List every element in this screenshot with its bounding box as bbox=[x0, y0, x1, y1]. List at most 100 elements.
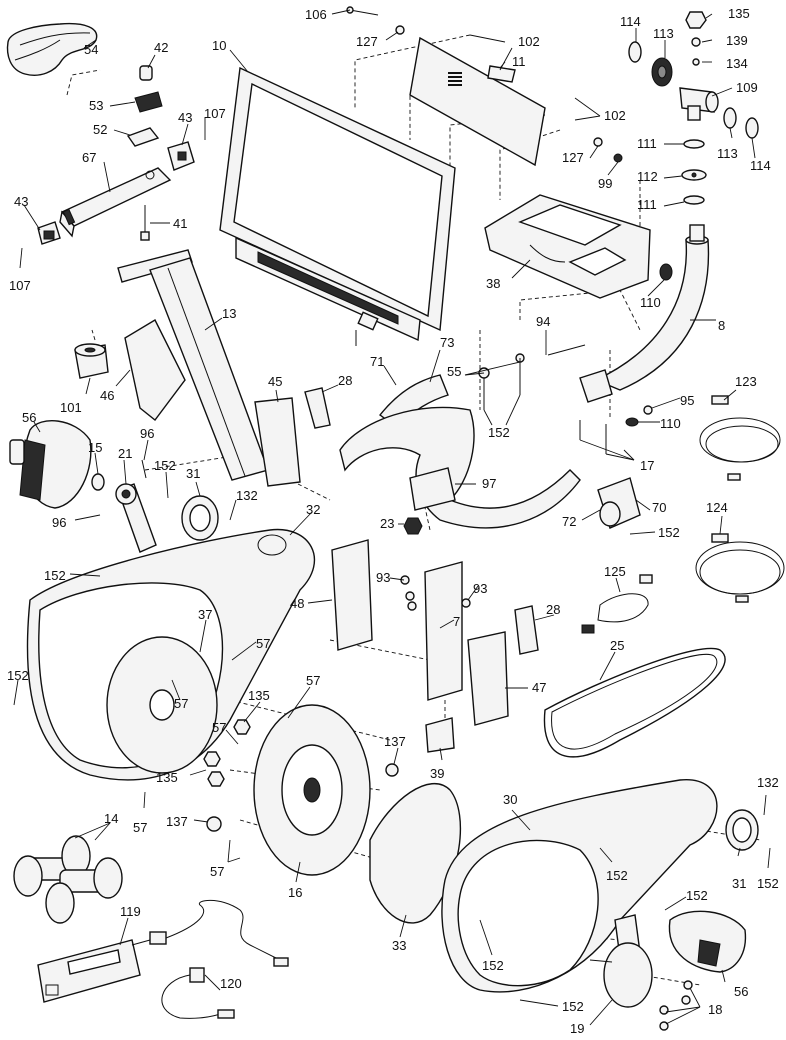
part-label: 57 bbox=[212, 720, 226, 735]
part-label: 38 bbox=[486, 276, 500, 291]
part-label: 56 bbox=[734, 984, 748, 999]
part-label: 132 bbox=[757, 775, 779, 790]
part-label: 134 bbox=[726, 56, 748, 71]
pivot-parts bbox=[628, 11, 759, 205]
screws-93 bbox=[400, 575, 471, 611]
part-label: 99 bbox=[598, 176, 612, 191]
part-label: 102 bbox=[518, 34, 540, 49]
part-label: 18 bbox=[708, 1002, 722, 1017]
frame-hardware bbox=[579, 405, 653, 454]
drive-belt bbox=[543, 647, 726, 758]
bearing-31 bbox=[181, 495, 219, 541]
flywheel-cover-33 bbox=[369, 783, 462, 924]
part-label: 152 bbox=[686, 888, 708, 903]
part-label: 114 bbox=[750, 158, 771, 173]
part-label: 70 bbox=[652, 500, 666, 515]
part-label: 152 bbox=[606, 868, 628, 883]
part-label: 152 bbox=[482, 958, 504, 973]
part-label: 93 bbox=[376, 570, 390, 585]
part-label: 97 bbox=[482, 476, 496, 491]
part-label: 124 bbox=[706, 500, 728, 515]
console-fasteners bbox=[346, 6, 623, 163]
part-label: 57 bbox=[256, 636, 270, 651]
part-label: 111 bbox=[637, 197, 657, 212]
part-label: 152 bbox=[658, 525, 680, 540]
part-label: 135 bbox=[156, 770, 178, 785]
part-label: 39 bbox=[430, 766, 444, 781]
part-label: 32 bbox=[306, 502, 320, 517]
knob-part bbox=[74, 343, 109, 379]
part-label: 30 bbox=[503, 792, 517, 807]
bolts-18 bbox=[659, 980, 693, 1031]
pedal-left bbox=[9, 420, 92, 509]
handlebar-cover bbox=[597, 477, 641, 529]
part-label: 47 bbox=[532, 680, 546, 695]
leader-lines bbox=[13, 9, 771, 1026]
part-label: 102 bbox=[604, 108, 626, 123]
part-label: 96 bbox=[52, 515, 66, 530]
part-label: 110 bbox=[660, 416, 681, 431]
part-label: 53 bbox=[89, 98, 103, 113]
part-label: 73 bbox=[440, 335, 454, 350]
part-label: 11 bbox=[512, 54, 526, 69]
part-label: 13 bbox=[222, 306, 236, 321]
part-label: 21 bbox=[118, 446, 132, 461]
part-label: 55 bbox=[447, 364, 461, 379]
flywheel bbox=[253, 704, 371, 876]
part-label: 17 bbox=[640, 458, 654, 473]
side-covers bbox=[124, 319, 331, 487]
upright-covers bbox=[331, 539, 539, 753]
part-label: 123 bbox=[735, 374, 757, 389]
tray-part bbox=[484, 194, 651, 299]
part-label: 106 bbox=[305, 7, 327, 22]
part-label: 57 bbox=[210, 864, 224, 879]
part-label: 95 bbox=[680, 393, 694, 408]
part-label: 28 bbox=[546, 602, 560, 617]
part-label: 31 bbox=[186, 466, 200, 481]
console-back-part bbox=[409, 36, 546, 167]
part-label: 14 bbox=[104, 811, 118, 826]
part-label: 43 bbox=[14, 194, 28, 209]
part-label: 37 bbox=[198, 607, 212, 622]
part-label: 101 bbox=[60, 400, 82, 415]
part-label: 94 bbox=[536, 314, 550, 329]
power-cord bbox=[161, 967, 235, 1019]
part-label: 31 bbox=[732, 876, 746, 891]
part-label: 139 bbox=[726, 33, 748, 48]
part-label: 57 bbox=[306, 673, 320, 688]
crank-arm-right bbox=[589, 914, 653, 1008]
seat-part bbox=[6, 22, 98, 76]
part-label: 41 bbox=[173, 216, 187, 231]
part-label: 113 bbox=[653, 26, 674, 41]
part-label: 127 bbox=[356, 34, 378, 49]
power-supply bbox=[37, 899, 289, 1003]
part-label: 137 bbox=[166, 814, 188, 829]
part-label: 107 bbox=[204, 106, 226, 121]
part-label: 7 bbox=[453, 614, 460, 629]
seat-post-part bbox=[37, 167, 172, 245]
part-label: 19 bbox=[570, 1021, 584, 1036]
part-label: 120 bbox=[220, 976, 242, 991]
crank-arm-left bbox=[91, 459, 157, 553]
part-label: 8 bbox=[718, 318, 725, 333]
part-label: 72 bbox=[562, 514, 576, 529]
part-label: 137 bbox=[384, 734, 406, 749]
seat-clamp-parts bbox=[126, 65, 195, 171]
part-label: 135 bbox=[728, 6, 750, 21]
part-label: 23 bbox=[380, 516, 394, 531]
part-label: 125 bbox=[604, 564, 626, 579]
part-label: 15 bbox=[88, 440, 102, 455]
part-number-labels: 106 127 10 102 11 102 127 99 54 42 53 52… bbox=[7, 6, 779, 1036]
part-label: 67 bbox=[82, 150, 96, 165]
part-label: 107 bbox=[9, 278, 31, 293]
cables bbox=[581, 395, 785, 634]
part-label: 96 bbox=[140, 426, 154, 441]
part-label: 71 bbox=[370, 354, 384, 369]
part-label: 45 bbox=[268, 374, 282, 389]
part-label: 114 bbox=[620, 14, 641, 29]
bearing-31-right bbox=[725, 809, 759, 851]
part-label: 152 bbox=[757, 876, 779, 891]
part-label: 152 bbox=[154, 458, 176, 473]
pedal-right bbox=[668, 910, 747, 973]
